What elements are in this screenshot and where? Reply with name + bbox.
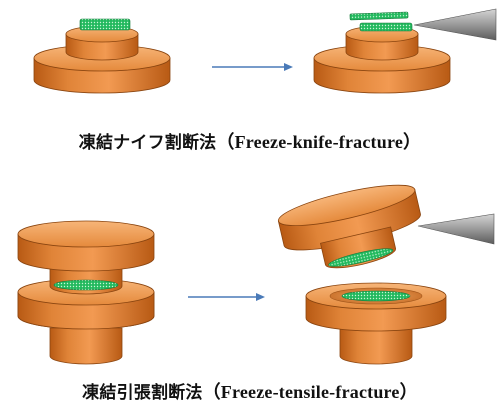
caption-en: （Freeze-tensile-fracture）	[202, 382, 418, 402]
specimen	[79, 18, 131, 31]
specimen	[53, 279, 119, 291]
knife-icon	[413, 8, 497, 41]
specimen-lower-half	[359, 22, 413, 32]
caption-freeze-knife-fracture: 凍結ナイフ割断法（Freeze-knife-fracture）	[0, 128, 500, 154]
arrow-right-icon	[212, 63, 293, 71]
caption-jp: 凍結引張割断法	[82, 383, 203, 403]
caption-freeze-tensile-fracture: 凍結引張割断法（Freeze-tensile-fracture）	[0, 378, 500, 404]
arrow-right-icon	[188, 293, 265, 301]
holder-before-tensile	[17, 220, 155, 365]
caption-jp: 凍結ナイフ割断法	[78, 133, 217, 153]
holder-before-knife	[33, 18, 171, 94]
knife-icon	[417, 213, 495, 245]
specimen-lower-half	[341, 290, 411, 302]
caption-en: （Freeze-knife-fracture）	[216, 132, 422, 152]
holder-after-tensile	[277, 184, 447, 365]
specimen-upper-half	[328, 248, 394, 267]
holder-after-knife	[313, 11, 451, 94]
specimen-cut-slice	[349, 11, 409, 21]
